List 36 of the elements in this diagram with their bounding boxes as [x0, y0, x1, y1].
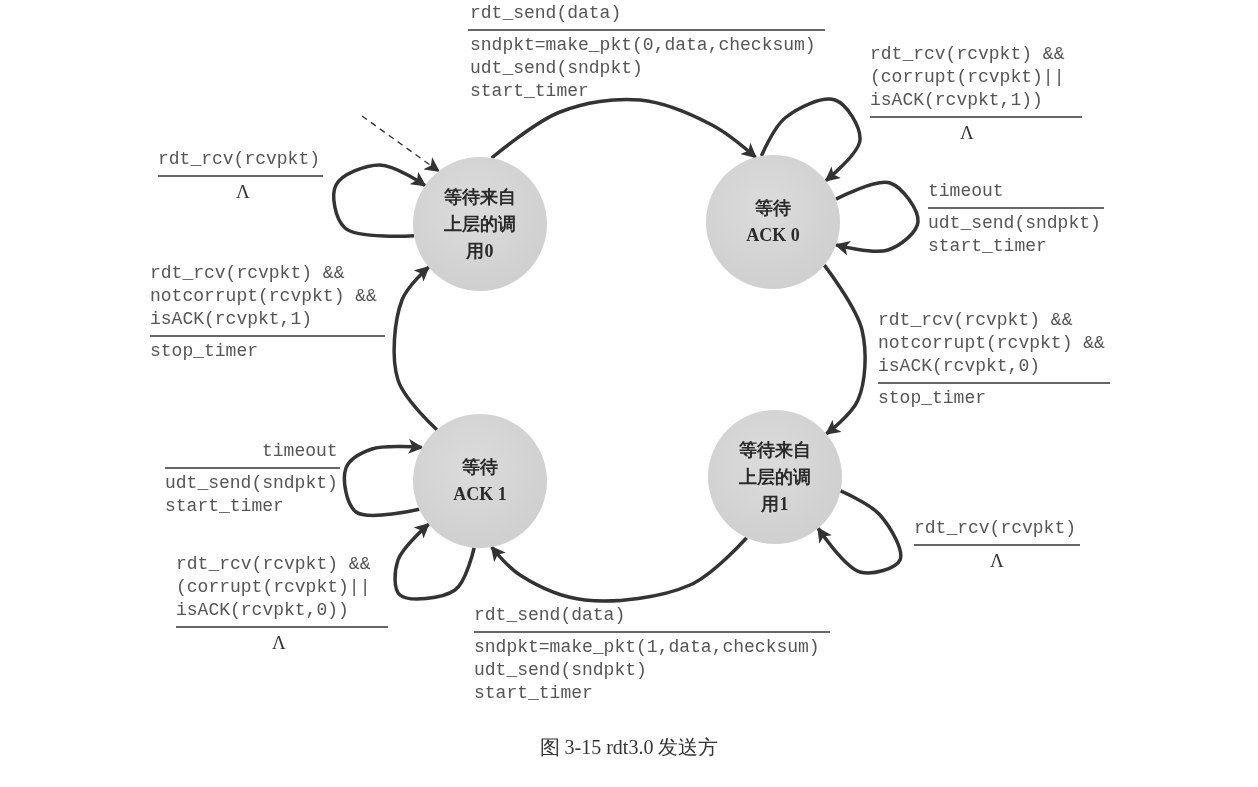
transition-arrow: [834, 180, 920, 256]
transition-arrow: [816, 489, 903, 575]
transition-arrow: [392, 265, 439, 431]
edge-label: rdt_rcv(rcvpkt): [158, 148, 322, 171]
edge-label: rdt_rcv(rcvpkt) && (corrupt(rcvpkt)|| isACK(rcvpkt,0)): [176, 553, 372, 622]
action-label: udt_send(sndpkt) start_timer: [928, 212, 1102, 258]
action-label: Λ: [236, 180, 251, 203]
edge-label: timeout: [928, 180, 1005, 203]
state-label: 等待 ACK 0: [745, 197, 801, 247]
action-label: sndpkt=make_pkt(1,data,checksum) udt_send(sndpkt) start_timer: [474, 636, 821, 705]
edge-label: rdt_rcv(rcvpkt): [914, 517, 1078, 540]
action-label: stop_timer: [878, 387, 988, 410]
state-label: 等待来自上层的调用0: [443, 185, 517, 263]
state-label: 等待 ACK 1: [452, 456, 508, 506]
edge-label: rdt_rcv(rcvpkt) && notcorrupt(rcvpkt) && isACK(rcvpkt,1): [150, 262, 378, 331]
edge-label: rdt_rcv(rcvpkt) && notcorrupt(rcvpkt) && isACK(rcvpkt,0): [878, 309, 1106, 378]
action-label: Λ: [990, 549, 1005, 572]
transition-arrow: [342, 438, 424, 518]
figure-caption: 图 3-15 rdt3.0 发送方: [539, 735, 719, 760]
action-label: Λ: [960, 121, 975, 144]
action-label: udt_send(sndpkt) start_timer: [165, 472, 339, 518]
transition-arrow: [393, 522, 476, 601]
edge-label: rdt_send(data): [470, 2, 623, 25]
transition-arrow: [490, 536, 748, 603]
dashed-arrow: [361, 115, 440, 173]
state-label: 等待来自上层的调用1: [738, 438, 812, 516]
edge-label: rdt_send(data): [474, 604, 627, 627]
action-label: sndpkt=make_pkt(0,data,checksum) udt_send(sndpkt) start_timer: [470, 34, 817, 103]
edge-label: rdt_rcv(rcvpkt) && (corrupt(rcvpkt)|| isACK(rcvpkt,1)): [870, 43, 1066, 112]
action-label: Λ: [272, 631, 287, 654]
transition-arrow: [759, 97, 862, 183]
transition-arrow: [332, 163, 427, 238]
edge-label: timeout: [262, 440, 339, 463]
action-label: stop_timer: [150, 340, 260, 363]
transition-arrow: [490, 97, 757, 160]
transition-arrow: [822, 264, 867, 436]
